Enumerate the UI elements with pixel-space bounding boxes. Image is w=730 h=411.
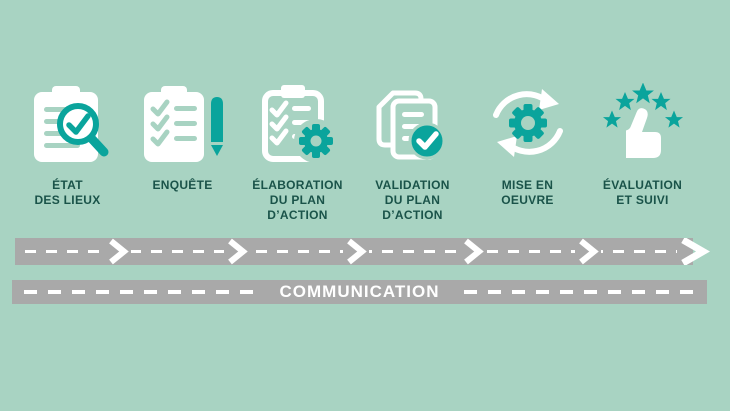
step-validation-plan-action: VALIDATION DU PLAN D’ACTION (355, 82, 470, 223)
communication-bar: COMMUNICATION (12, 280, 707, 304)
arrow-end-icon (681, 236, 711, 267)
step-enquete: ENQUÊTE (125, 82, 240, 223)
step-label-mise-en-oeuvre: MISE EN OEUVRE (501, 178, 554, 207)
step-label-evaluation: ÉVALUATION ET SUIVI (602, 178, 683, 207)
step-evaluation-suivi: ÉVALUATION ET SUIVI (585, 82, 700, 223)
thumbs-up-stars-icon (597, 82, 689, 168)
step-elaboration-plan-action: ÉLABORATION DU PLAN D’ACTION (240, 82, 355, 223)
process-steps-row: ÉTAT DES LIEUX ENQUÊTE (10, 82, 700, 223)
chevron-right-icon (224, 238, 250, 265)
chevron-right-icon (460, 238, 486, 265)
step-label-enquete: ENQUÊTE (152, 178, 213, 192)
step-label-etat-des-lieux: ÉTAT DES LIEUX (34, 178, 101, 207)
chevron-right-icon (575, 238, 601, 265)
clipboard-gear-icon (252, 82, 344, 168)
step-label-validation: VALIDATION DU PLAN D’ACTION (375, 178, 450, 222)
chevron-right-icon (343, 238, 369, 265)
clipboard-magnifier-icon (22, 82, 114, 168)
gear-sync-icon (482, 82, 574, 168)
chevron-right-icon (105, 238, 131, 265)
dashed-line-right (463, 290, 695, 294)
step-mise-en-oeuvre: MISE EN OEUVRE (470, 82, 585, 223)
step-etat-des-lieux: ÉTAT DES LIEUX (10, 82, 125, 223)
dashed-line-left (24, 290, 256, 294)
communication-label: COMMUNICATION (279, 282, 440, 301)
clipboard-pencil-icon (137, 82, 229, 168)
step-label-elaboration: ÉLABORATION DU PLAN D’ACTION (252, 178, 343, 222)
documents-check-icon (367, 82, 459, 168)
process-arrow-bar (15, 236, 711, 267)
